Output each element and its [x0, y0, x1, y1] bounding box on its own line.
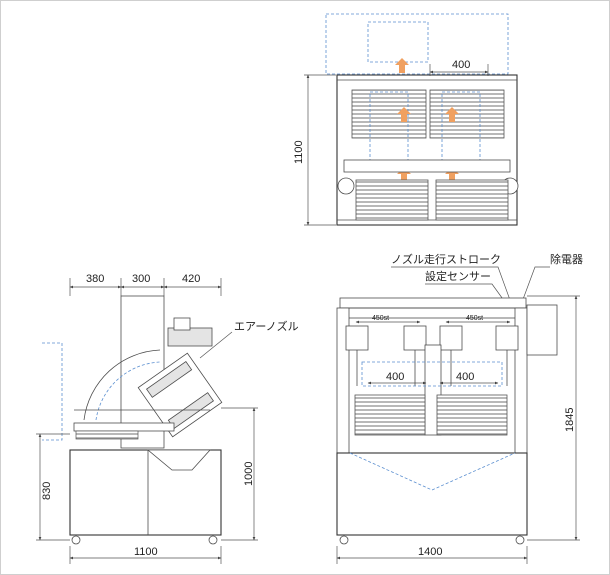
front-view-dim-stroke-right: 450st	[466, 315, 483, 322]
side-view: 380 300 420 エアーノズル	[36, 273, 299, 564]
side-view-nozzle-top	[173, 317, 191, 331]
top-view-dim-width: 400	[452, 59, 470, 71]
side-view-tilt-unit	[137, 352, 223, 438]
top-view-dim-height: 1100	[293, 140, 305, 164]
front-view-dim-width: 1400	[418, 546, 442, 558]
top-view-roller-lower-left	[355, 179, 429, 221]
top-view-hidden-infeed	[325, 13, 509, 75]
side-view-dim-top-3: 420	[182, 273, 200, 285]
front-view-label-nozzle-stroke: ノズル走行ストローク	[391, 252, 501, 266]
side-view-label-air-nozzle: エアーノズル	[234, 319, 299, 333]
front-view-top-rail	[339, 297, 527, 309]
front-view-roller-right	[436, 394, 508, 436]
side-view-dim-height-table: 830	[41, 482, 53, 500]
top-view-wheel-left	[337, 177, 355, 195]
side-view-dim-top-2: 300	[132, 273, 150, 285]
side-view-base-cabinet	[69, 449, 222, 536]
front-view-label-sensor: 設定センサー	[425, 269, 491, 283]
side-view-nozzle-head	[167, 327, 213, 347]
side-view-caster-right	[208, 535, 218, 545]
side-view-conveyor	[73, 422, 175, 432]
front-view-dim-pitch-right: 400	[456, 371, 474, 383]
side-view-swing-arc	[83, 349, 161, 421]
front-view-dim-stroke-left: 450st	[372, 315, 389, 322]
side-view-caster-left	[71, 535, 81, 545]
top-view-cross-bar	[343, 159, 511, 173]
front-view-nozzles	[345, 325, 519, 386]
front-view-label-static-eliminator: 除電器	[550, 252, 583, 266]
top-view-hidden-panel	[367, 21, 429, 63]
top-view-roller-lower-right	[435, 179, 509, 221]
front-view: ノズル走行ストローク 設定センサー 除電器 450st 450st	[336, 252, 583, 564]
front-view-dim-height: 1845	[564, 408, 576, 432]
top-view: 400 1100	[293, 13, 519, 226]
side-view-hopper	[146, 449, 211, 471]
top-view-body	[336, 74, 518, 226]
front-view-static-eliminator	[526, 304, 558, 356]
front-view-caster-left	[339, 535, 349, 545]
top-view-roller-upper-left	[351, 89, 427, 139]
side-view-dim-top-1: 380	[86, 273, 104, 285]
front-view-base-cabinet	[336, 452, 528, 536]
side-view-dim-width: 1100	[134, 546, 158, 558]
front-view-roller-left	[354, 394, 426, 436]
top-view-roller-upper-right	[429, 89, 505, 139]
front-view-caster-right	[515, 535, 525, 545]
front-view-dim-pitch-left: 400	[386, 371, 404, 383]
side-view-hidden-infeed	[42, 342, 63, 441]
side-view-dim-height-total: 1000	[243, 462, 255, 486]
front-view-hidden-hopper	[349, 452, 516, 491]
